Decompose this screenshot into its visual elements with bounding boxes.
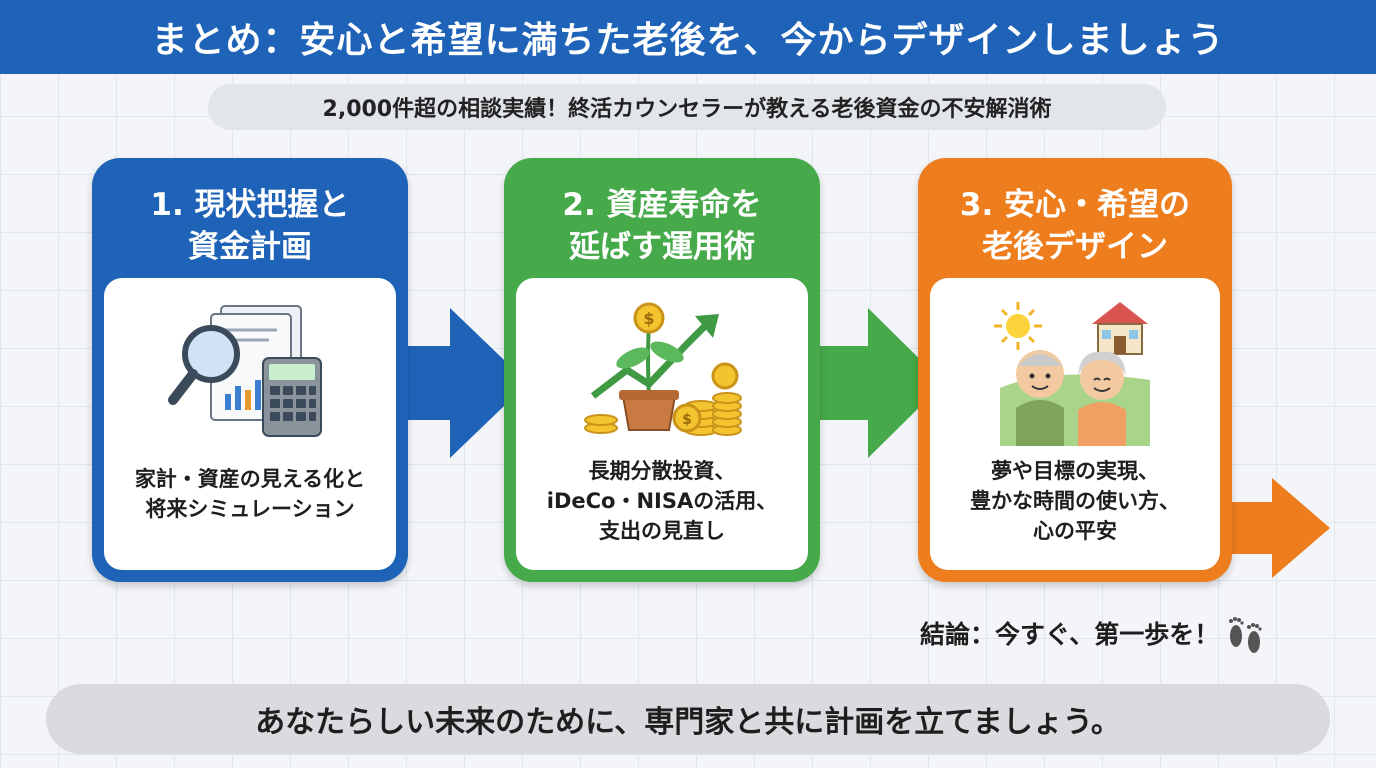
step-1-text-line2: 将来シミュレーション [145,497,355,521]
step-card-1: 1. 現状把握と 資金計画 家計・資産の見える化と 将来シミュレーション [92,158,408,582]
footer-message: あなたらしい未来のために、専門家と共に計画を立てましょう。 [255,705,1121,740]
money-plant-growth-icon: $ $ [584,302,742,436]
step-1-content: 家計・資産の見える化と 将来シミュレーション [104,278,396,570]
step-1-title-line2: 資金計画 [188,229,312,265]
step-1-description: 家計・資産の見える化と 将来シミュレーション [135,464,365,524]
step-2-description: 長期分散投資、 iDeCo・NISAの活用、 支出の見直し [547,456,777,546]
subtitle-text: 2,000件超の相談実績！終活カウンセラーが教える老後資金の不安解消術 [322,97,1052,122]
step-3-content: 夢や目標の実現、 豊かな時間の使い方、 心の平安 [930,278,1220,570]
page-title: まとめ：安心と希望に満ちた老後を、今からデザインしましょう [151,20,1225,61]
conclusion: 結論：今すぐ、第一歩を！ [920,612,1265,654]
step-card-2: 2. 資産寿命を 延ばす運用術 $ $ 長期分散投資、 iDeCo・NISAの活 [504,158,820,582]
step-2-content: $ $ 長期分散投資、 iDeCo・NISAの活用、 支出の見直し [516,278,808,570]
step-2-title-line1: 2. 資産寿命を [562,187,762,223]
step-3-text-line2: 豊かな時間の使い方、 [970,489,1180,513]
step-2-text-line1: 長期分散投資、 [588,459,736,483]
header-banner: まとめ：安心と希望に満ちた老後を、今からデザインしましょう [0,0,1376,74]
step-3-title: 3. 安心・希望の 老後デザイン [930,174,1220,278]
elderly-couple-home-icon [994,302,1150,446]
svg-text:$: $ [682,412,692,428]
step-3-text-line3: 心の平安 [1033,519,1117,543]
arrow-step2-to-step3 [812,308,944,458]
step-2-title: 2. 資産寿命を 延ばす運用術 [516,174,808,278]
step-1-title: 1. 現状把握と 資金計画 [104,174,396,278]
arrow-step1-to-step2 [400,308,528,458]
arrow-step3-out [1220,478,1330,578]
step-3-text-line1: 夢や目標の実現、 [991,459,1159,483]
step-card-3: 3. 安心・希望の 老後デザイン [918,158,1232,582]
step-2-text-line2: iDeCo・NISAの活用、 [546,489,778,513]
footer-message-bar: あなたらしい未来のために、専門家と共に計画を立てましょう。 [46,684,1330,754]
conclusion-text: 結論：今すぐ、第一歩を！ [920,620,1220,649]
step-1-text-line1: 家計・資産の見える化と [134,467,366,491]
step-3-title-line2: 老後デザイン [982,229,1168,265]
subtitle-pill: 2,000件超の相談実績！終活カウンセラーが教える老後資金の不安解消術 [208,84,1166,130]
magnifier-calculator-icon [168,305,322,437]
footprints-icon [1229,617,1262,653]
svg-text:$: $ [643,309,654,328]
step-3-title-line1: 3. 安心・希望の [959,187,1191,223]
step-1-title-line1: 1. 現状把握と [150,187,350,223]
step-3-description: 夢や目標の実現、 豊かな時間の使い方、 心の平安 [970,456,1180,546]
step-2-text-line3: 支出の見直し [598,519,725,543]
step-2-title-line2: 延ばす運用術 [569,229,755,265]
